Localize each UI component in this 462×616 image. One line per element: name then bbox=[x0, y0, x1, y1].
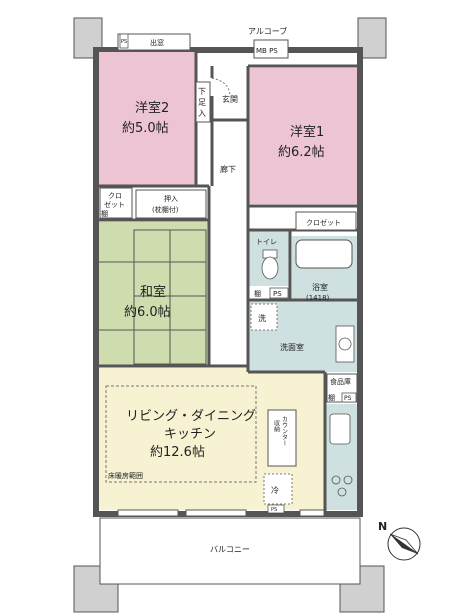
toilet-shelf-label: 棚 bbox=[254, 289, 261, 298]
ps-top-label: PS bbox=[121, 39, 127, 45]
ldk-name1: リビング・ダイニング bbox=[126, 409, 256, 424]
alcove-label: アルコーブ bbox=[248, 26, 287, 36]
room-western2 bbox=[99, 52, 195, 186]
entrance-label: 玄関 bbox=[222, 94, 238, 104]
mbps-label: MB PS bbox=[256, 47, 278, 55]
japanese-size: 約6.0帖 bbox=[124, 305, 171, 320]
bay-window bbox=[117, 33, 191, 51]
corridor-label: 廊下 bbox=[220, 164, 236, 174]
north-label: N bbox=[378, 520, 387, 533]
japanese-name: 和室 bbox=[140, 284, 166, 300]
entrance-door-swing bbox=[211, 77, 231, 97]
pillar-top-left bbox=[73, 17, 103, 59]
closet-western1 bbox=[295, 211, 357, 231]
western1-size: 約6.2帖 bbox=[278, 145, 325, 160]
ldk-size: 約12.6帖 bbox=[150, 445, 205, 460]
toilet-ps-label: PS bbox=[273, 290, 282, 298]
fridge-space bbox=[263, 473, 293, 505]
ps-top-box bbox=[119, 33, 129, 49]
closet-western2-label2: ゼット bbox=[104, 200, 125, 209]
ldk-name2: キッチン bbox=[164, 427, 216, 442]
oshiire-label1: 押入 bbox=[164, 194, 178, 203]
fridge-label: 冷 bbox=[271, 485, 279, 495]
toilet-bowl bbox=[261, 256, 279, 280]
alcove-box bbox=[253, 39, 289, 59]
bathroom-note: (1418) bbox=[306, 294, 330, 302]
kitchen-sink bbox=[329, 413, 351, 445]
stove-burner-1 bbox=[331, 475, 341, 485]
counter-label-2: 収納 bbox=[273, 420, 280, 433]
toilet-ps-box bbox=[269, 287, 289, 299]
western2-size: 約5.0帖 bbox=[122, 121, 169, 136]
pantry-label: 食品庫 bbox=[330, 377, 351, 386]
pantry-shelf-label: 棚 bbox=[328, 393, 335, 402]
bottom-windows bbox=[117, 509, 325, 517]
pantry-ps-box bbox=[341, 392, 357, 403]
oshiire bbox=[135, 189, 207, 219]
pantry-ps-label: PS bbox=[344, 395, 352, 402]
north-arrow: N bbox=[378, 520, 421, 561]
shoe-closet-label: 下足入 bbox=[198, 87, 206, 118]
stove-burner-3 bbox=[337, 487, 347, 497]
counter-label-1: カウンター bbox=[281, 416, 288, 446]
wash-basin bbox=[335, 325, 355, 363]
oshiire-label2: (枕棚付) bbox=[152, 205, 179, 214]
wash-basin-bowl bbox=[338, 337, 352, 351]
washing-machine bbox=[250, 303, 278, 331]
fridge-ps-label: PS bbox=[271, 507, 277, 513]
closet-western2-label1: クロ bbox=[108, 192, 122, 200]
floor-heating-area bbox=[105, 385, 257, 483]
counter-storage bbox=[267, 409, 297, 467]
fridge-ps-box bbox=[267, 504, 285, 514]
stove-burner-2 bbox=[343, 475, 353, 485]
room-western1 bbox=[249, 68, 357, 204]
bathtub bbox=[295, 239, 353, 269]
washroom-label: 洗面室 bbox=[280, 342, 304, 352]
balcony-label: バルコニー bbox=[210, 545, 250, 554]
washing-machine-label: 洗 bbox=[258, 313, 266, 323]
closet-western2 bbox=[99, 187, 133, 219]
closet-western1-label: クロゼット bbox=[306, 218, 341, 227]
bathroom-label: 浴室 bbox=[312, 282, 328, 292]
western2-name: 洋室2 bbox=[135, 100, 169, 116]
floor-heating-label: 床暖房範囲 bbox=[108, 471, 143, 480]
balcony bbox=[99, 517, 361, 585]
room-japanese bbox=[99, 222, 209, 366]
tatami-grid bbox=[99, 229, 207, 365]
western1-name: 洋室1 bbox=[290, 124, 324, 140]
shelf-label: 棚 bbox=[101, 209, 108, 218]
bay-window-label: 出窓 bbox=[150, 38, 164, 47]
toilet-label: トイレ bbox=[256, 238, 277, 246]
shoe-closet bbox=[195, 81, 211, 123]
